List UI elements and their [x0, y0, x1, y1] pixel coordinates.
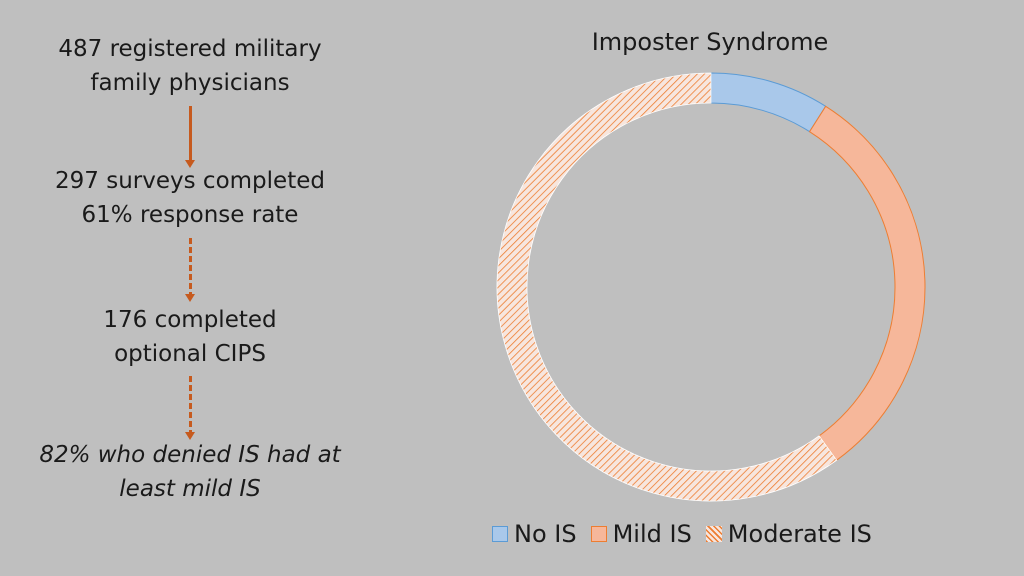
legend-item-mild-is: Mild IS: [590, 520, 692, 548]
legend-label-moderate-is: Moderate IS: [727, 520, 872, 548]
flow-step-registered: 487 registered military family physician…: [20, 32, 360, 100]
arrow-shaft: [189, 238, 192, 294]
flow-arrow-dashed: [185, 238, 195, 302]
flow-step-4-line-1: 82% who denied IS had at: [39, 442, 341, 468]
flow-step-4-line-2: least mild IS: [119, 476, 261, 502]
arrow-head: [185, 432, 195, 440]
arrow-head: [185, 160, 195, 168]
flow-step-1-line-2: family physicians: [90, 70, 290, 96]
legend-label-no-is: No IS: [514, 520, 577, 548]
legend-swatch-no-is: [492, 526, 508, 542]
flow-step-2-line-1: 297 surveys completed: [55, 168, 325, 194]
flow-step-surveys: 297 surveys completed 61% response rate: [20, 164, 360, 232]
chart-legend: No IS Mild IS Moderate IS: [492, 518, 886, 550]
flow-step-conclusion: 82% who denied IS had at least mild IS: [20, 438, 360, 506]
donut-slice-no-is: [710, 72, 827, 133]
flow-step-3-line-2: optional CIPS: [114, 341, 266, 367]
legend-item-no-is: No IS: [492, 520, 577, 548]
chart-title: Imposter Syndrome: [591, 28, 829, 56]
flow-step-1-line-1: 487 registered military: [58, 36, 322, 62]
legend-swatch-mild-is: [590, 526, 607, 542]
legend-label-mild-is: Mild IS: [612, 520, 692, 548]
legend-swatch-moderate-is: [705, 526, 722, 542]
donut-slice-mild-is: [808, 105, 926, 461]
flow-step-3-line-1: 176 completed: [103, 307, 277, 333]
legend-item-moderate-is: Moderate IS: [705, 520, 872, 548]
flow-arrow-solid: [185, 106, 195, 168]
arrow-head: [185, 294, 195, 302]
arrow-shaft: [189, 106, 192, 160]
donut-slice-moderate-is: [496, 72, 838, 502]
flow-step-cips: 176 completed optional CIPS: [20, 303, 360, 371]
arrow-shaft: [189, 376, 192, 432]
flow-arrow-dashed: [185, 376, 195, 440]
flow-step-2-line-2: 61% response rate: [81, 202, 299, 228]
